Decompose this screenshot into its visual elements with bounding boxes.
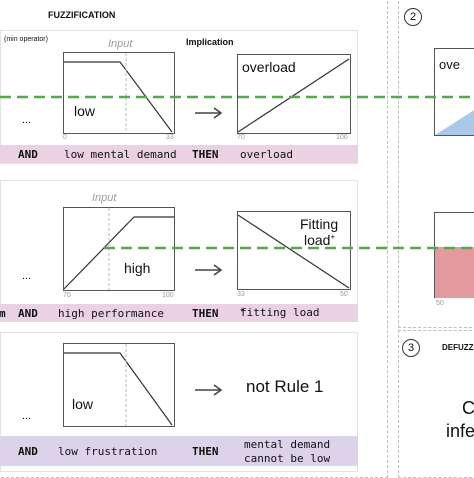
min-operator-label: (min operator): [4, 36, 48, 43]
rule2-output-term-line1: Fitting: [300, 216, 339, 232]
rule1-then: THEN: [192, 147, 219, 161]
rule2-then: THEN: [192, 306, 219, 320]
aggregate-fitting-graph: [434, 212, 474, 298]
rule1-output-graph: overload: [237, 54, 351, 134]
rule1-arrow-icon: [195, 107, 223, 119]
rule2-consequence: fitting load+: [240, 306, 319, 320]
step3-badge: 3: [402, 339, 420, 357]
result-text-line2: infe: [446, 421, 474, 441]
rule2-and: AND: [18, 306, 38, 320]
rule3-output-text: not Rule 1: [246, 377, 324, 396]
rule1-condition: low mental demand: [64, 147, 177, 161]
step3-panel: [398, 330, 474, 478]
rule2-input-label: Input: [92, 192, 117, 204]
rule2-strip: m AND high performance THEN fitting load…: [0, 304, 358, 322]
rule2-output-load: load: [304, 232, 331, 248]
rule3-strip: AND low frustration THEN mental demand c…: [0, 436, 358, 466]
rule2-output-x-max: 50: [340, 291, 348, 298]
rule1-strip: AND low mental demand THEN overload: [0, 145, 358, 163]
rule3-condition: low frustration: [58, 445, 158, 458]
rule3-input-term: low: [72, 396, 94, 412]
rule2-output-x-min: 33: [237, 291, 245, 298]
rule1-input-graph: low: [63, 52, 175, 134]
rule3-consequence-line2: cannot be low: [244, 452, 331, 465]
rule1-output-x-max: 100: [336, 134, 348, 141]
rule1-output-curve: [238, 58, 350, 133]
red-area-shape: [435, 247, 474, 298]
rule2-lead: m: [0, 306, 6, 320]
rule1-input-x-min: 0: [63, 134, 67, 141]
rule3-input-graph: low: [63, 343, 175, 427]
aggregate-overload-graph: ove: [434, 48, 474, 136]
rule2-consequence-text: fitting load: [240, 306, 320, 320]
defuzzification-title: DEFUZZ: [442, 343, 474, 352]
rule2-output-graph: Fitting load+: [237, 211, 351, 290]
rule2-input-curve: [64, 208, 174, 290]
rule1-input-label: Input: [108, 38, 133, 50]
rule2-output-sup: +: [330, 232, 336, 242]
rule2-input-x-min: 70: [63, 292, 71, 299]
rule1-input-term: low: [74, 103, 96, 119]
rule3-input-curve: [64, 344, 173, 426]
rule3-arrow-icon: [195, 384, 223, 396]
rule1-input-curve: [64, 53, 173, 133]
rule2-input-x-max: 100: [162, 292, 174, 299]
rule3-dots: ...: [22, 410, 32, 422]
fuzzification-title: FUZZIFICATION: [48, 10, 116, 20]
rule3-consequence-line1: mental demand: [244, 438, 331, 451]
rule2-consequence-sup: +: [240, 306, 245, 315]
rule1-dots: ...: [22, 114, 32, 126]
blue-area-shape: [435, 110, 474, 135]
rule1-and: AND: [18, 147, 38, 161]
step2-badge: 2: [404, 8, 422, 26]
rule2-output-term-line2: load+: [304, 232, 335, 248]
implication-label: Implication: [186, 37, 234, 47]
rule2-output-curve: [238, 214, 350, 289]
rule2-arrow-icon: [195, 264, 223, 276]
rule1-output-term: overload: [242, 59, 296, 75]
rule1-consequence: overload: [240, 147, 293, 161]
overload-partial-label: ove: [439, 57, 460, 72]
rule3-and: AND: [18, 445, 38, 458]
rule2-input-graph: high: [63, 207, 175, 291]
right-x-min-tick: 50: [436, 300, 444, 307]
rule1-output-x-min: 70: [237, 134, 245, 141]
result-text-line1: C: [462, 398, 474, 418]
rule3-then: THEN: [192, 445, 219, 458]
rule2-condition: high performance: [58, 306, 164, 320]
rule2-dots: ...: [22, 270, 32, 282]
rule1-input-x-max: 33: [166, 134, 174, 141]
rule2-input-term: high: [124, 260, 151, 276]
